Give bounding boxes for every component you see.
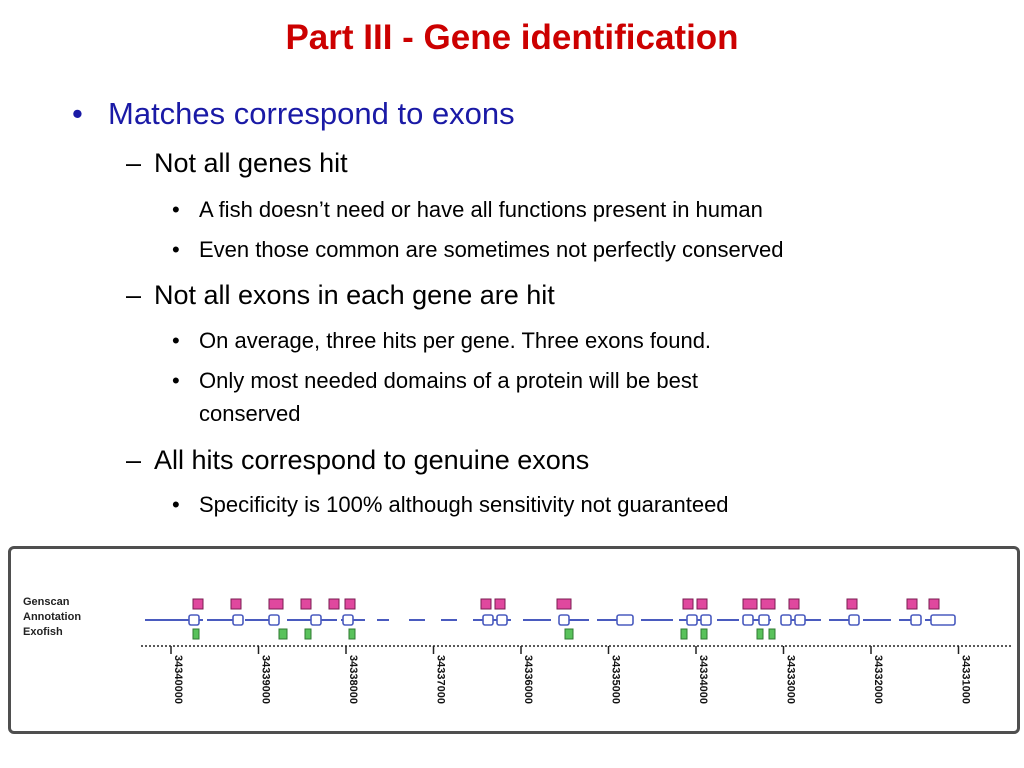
subbullet-text: Not all exons in each gene are hit [154, 280, 555, 310]
genscan-exon [268, 598, 284, 610]
genscan-exon [480, 598, 492, 610]
genscan-exon [906, 598, 918, 610]
point-text: Specificity is 100% although sensitivity… [199, 492, 729, 517]
bullet-marker: • [172, 328, 180, 353]
point-text: On average, three hits per gene. Three e… [199, 328, 712, 353]
exofish-hit [192, 628, 200, 640]
genscan-exon [846, 598, 858, 610]
coordinate-label: 34334000 [697, 655, 709, 704]
genscan-exon [928, 598, 940, 610]
dash-marker: – [126, 148, 142, 178]
annotation-exon [482, 614, 494, 626]
genscan-exon [328, 598, 340, 610]
bullet-marker: • [72, 96, 83, 131]
point-text-continued: conserved [199, 401, 301, 426]
annotation-exon [310, 614, 322, 626]
annotation-exon [342, 614, 354, 626]
annotation-exon [558, 614, 570, 626]
genscan-exon [494, 598, 506, 610]
genscan-exon [230, 598, 242, 610]
genscan-exon [556, 598, 572, 610]
annotation-exon [930, 614, 956, 626]
coordinate-label: 34331000 [960, 655, 972, 704]
gene-track-diagram: Genscan Annotation Exofish 34340000 3433… [23, 596, 1011, 704]
annotation-exon [758, 614, 770, 626]
track-label-exofish: Exofish [23, 626, 63, 638]
exofish-hit [756, 628, 764, 640]
genscan-exon [788, 598, 800, 610]
bullet-text: Matches correspond to exons [108, 96, 515, 131]
genscan-exon [760, 598, 776, 610]
genscan-exon [682, 598, 694, 610]
annotation-exon [910, 614, 922, 626]
track-label-genscan: Genscan [23, 596, 70, 608]
genscan-exon [742, 598, 758, 610]
coordinate-label: 34338000 [347, 655, 359, 704]
coordinate-label: 34333000 [785, 655, 797, 704]
bullet-marker: • [172, 492, 180, 517]
gene-annotation-figure: Genscan Annotation Exofish 34340000 3433… [8, 546, 1020, 734]
dash-marker: – [126, 280, 142, 310]
exofish-hit [348, 628, 356, 640]
coordinate-label: 34335000 [610, 655, 622, 704]
exofish-hit [768, 628, 776, 640]
genscan-exon [344, 598, 356, 610]
bullet-marker: • [172, 237, 180, 262]
coordinate-label: 34336000 [522, 655, 534, 704]
track-label-annotation: Annotation [23, 611, 81, 623]
point-text: Only most needed domains of a protein wi… [199, 368, 698, 393]
bullet-marker: • [172, 197, 180, 222]
annotation-exon [700, 614, 712, 626]
coordinate-label: 34339000 [260, 655, 272, 704]
coordinate-label: 34337000 [435, 655, 447, 704]
coordinate-label: 34332000 [872, 655, 884, 704]
annotation-exon [616, 614, 634, 626]
bullet-marker: • [172, 368, 180, 393]
exofish-hit [304, 628, 312, 640]
annotation-exon [496, 614, 508, 626]
subbullet-text: All hits correspond to genuine exons [154, 445, 590, 475]
annotation-exon [848, 614, 860, 626]
exofish-hit [278, 628, 288, 640]
annotation-exon [742, 614, 754, 626]
subbullet-text: Not all genes hit [154, 148, 348, 178]
annotation-exon [780, 614, 792, 626]
genscan-exon [192, 598, 204, 610]
exofish-hit [700, 628, 708, 640]
annotation-exon [188, 614, 200, 626]
exofish-hit [680, 628, 688, 640]
annotation-exon [232, 614, 244, 626]
annotation-exon [686, 614, 698, 626]
annotation-exon [794, 614, 806, 626]
slide-title: Part III - Gene identification [285, 18, 739, 57]
annotation-exon [268, 614, 280, 626]
point-text: Even those common are sometimes not perf… [199, 237, 784, 262]
coordinate-label: 34340000 [172, 655, 184, 704]
exofish-hit [564, 628, 574, 640]
point-text: A fish doesn’t need or have all function… [199, 197, 763, 222]
dash-marker: – [126, 445, 142, 475]
genscan-exon [696, 598, 708, 610]
genscan-exon [300, 598, 312, 610]
